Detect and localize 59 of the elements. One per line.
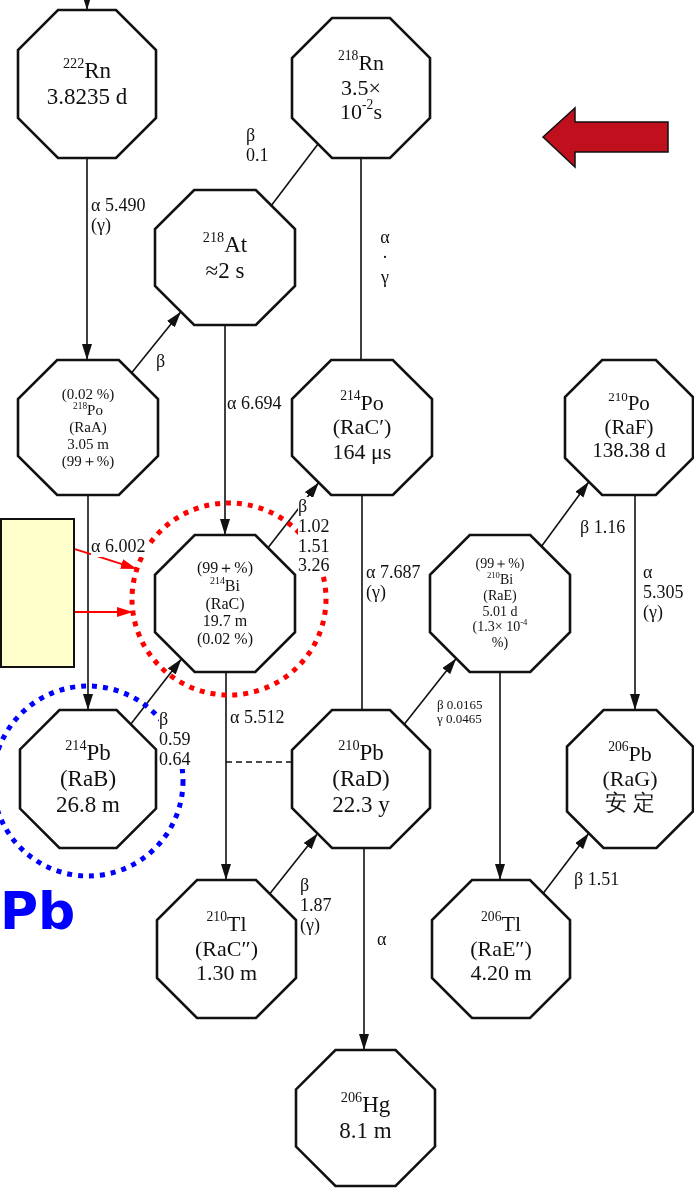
node-text: (RaA) — [69, 419, 107, 436]
node-text: (RaC′) — [332, 415, 392, 440]
node-text: (RaD) — [332, 766, 390, 792]
node-text: (RaC″) — [195, 936, 258, 962]
element-label: Pb — [0, 885, 76, 937]
node-text: 安 定 — [605, 791, 655, 816]
node-text: (RaC) — [205, 594, 245, 613]
node-text: 26.8 m — [56, 791, 120, 818]
node-text: 1.30 m — [195, 961, 258, 986]
node-text: $^{218}$Rn — [337, 51, 385, 76]
arrow — [130, 310, 182, 374]
node-text: $^{214}$Po — [340, 390, 384, 416]
node-text: $^{222}$Rn — [62, 58, 112, 84]
arrow — [403, 657, 457, 726]
node-text: $^{206}$Pb — [608, 742, 652, 767]
node-text: $^{210}$Po — [608, 392, 650, 416]
node-text: 22.3 y — [332, 791, 390, 818]
node-text: 138.38 d — [592, 439, 666, 463]
node-text: $^{210}$Tl — [206, 912, 247, 937]
node-text: 4.20 m — [470, 961, 532, 986]
connector-line — [270, 143, 319, 207]
arrow — [74, 548, 138, 570]
node-text: ≈2 s — [205, 257, 245, 284]
node-text: (0.02 %) — [61, 385, 115, 403]
node-text: 19.7 m — [202, 612, 248, 631]
node-text: (99＋%) — [61, 452, 115, 470]
arrow — [540, 480, 590, 548]
node-text: $^{206}$Hg — [340, 1092, 391, 1118]
edge-label: β 1.16 — [580, 518, 626, 538]
node-text: 164 μs — [332, 439, 392, 465]
node-text: (RaE) — [483, 587, 517, 604]
node-text: (RaB) — [59, 766, 117, 792]
node-text: (99＋%) — [475, 556, 525, 573]
node-text: (0.02 %) — [197, 630, 253, 649]
node-text: $^{214}$Bi — [210, 576, 240, 595]
node-text: $^{214}$Pb — [65, 740, 111, 767]
node-text: 5.01 d — [482, 603, 518, 620]
node-text: (RaG) — [602, 766, 658, 792]
node-text: (RaE″) — [470, 936, 532, 962]
edge-label: α 6.002 — [91, 537, 149, 557]
node-text: $^{210}$Bi — [486, 572, 514, 588]
node-text: (99＋%) — [197, 558, 253, 577]
arrow — [129, 658, 183, 725]
arrow — [82, 0, 92, 11]
node-text: 8.1 m — [339, 1118, 392, 1144]
node-text: 3.8235 d — [46, 84, 128, 110]
edge-label: β 1.51 — [574, 870, 620, 890]
node-text: $^{218}$At — [202, 231, 248, 258]
node-text: (RaF) — [604, 415, 654, 440]
node-text: $^{206}$Tl — [481, 912, 521, 937]
arrow — [542, 832, 590, 895]
node-text: (1.3× 10$^{-4}$ %) — [471, 619, 529, 651]
arrow — [269, 832, 319, 895]
node-text: $^{210}$Pb — [338, 740, 384, 767]
node-text: 3.5× 10$^{-2}$s — [339, 75, 383, 125]
node-text: $^{218}$Po — [73, 402, 103, 420]
arrow — [267, 481, 320, 549]
node-text: 3.05 m — [67, 435, 109, 453]
dashed-line — [225, 761, 293, 763]
